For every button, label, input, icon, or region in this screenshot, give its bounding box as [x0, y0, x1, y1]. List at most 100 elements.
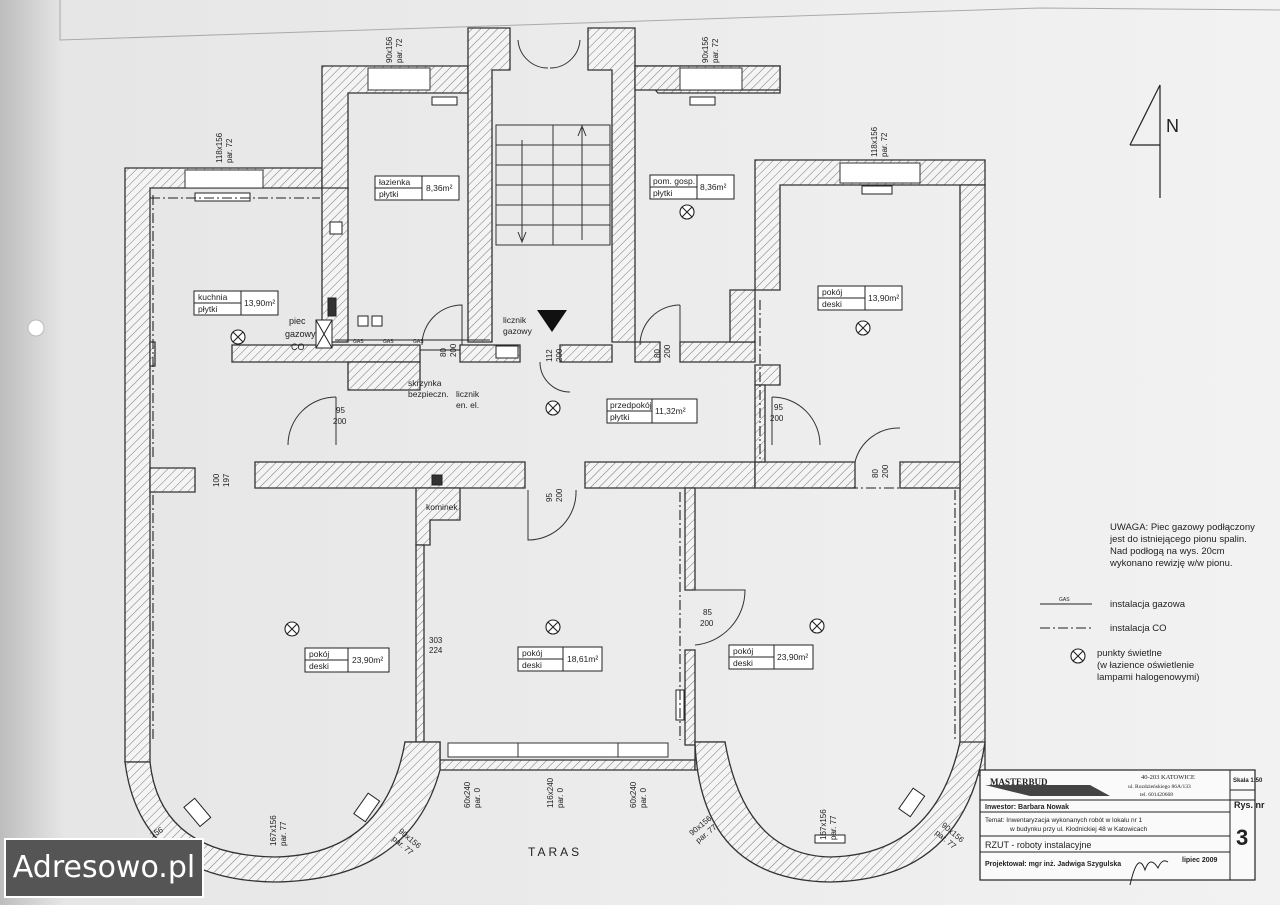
svg-text:23,90m²: 23,90m²	[777, 652, 808, 662]
svg-text:pokój: pokój	[309, 649, 329, 659]
dim-d-left-a: 95	[336, 406, 345, 415]
svg-text:23,90m²: 23,90m²	[352, 655, 383, 665]
room-label-przedpokoj: przedpokój płytki 11,32m²	[606, 398, 698, 424]
light-point-icon	[284, 621, 300, 637]
balcony-door-2	[517, 742, 619, 758]
label-licznik-el-2: en. el.	[456, 400, 479, 410]
watermark-badge[interactable]: Adresowo.pl	[4, 838, 204, 898]
north-label: N	[1166, 116, 1179, 136]
legend-co: instalacja CO	[1110, 623, 1167, 634]
svg-text:przedpokój: przedpokój	[610, 400, 652, 410]
dim-d-left-b: 200	[333, 417, 347, 426]
svg-text:18,61m²: 18,61m²	[567, 654, 598, 664]
legend-lights-1: punkty świetlne	[1097, 648, 1162, 659]
room-label-kuchnia: kuchnia płytki 13,90m²	[193, 290, 279, 316]
label-piec-1: piec	[289, 316, 306, 326]
dim-w4-b: par. 72	[880, 132, 889, 157]
room-label-pom-gosp: pom. gosp. płytki 8,36m²	[649, 174, 735, 200]
room-label-pokoj-sw: pokój deski 23,90m²	[304, 647, 390, 673]
gas-boiler-icon	[315, 221, 519, 486]
label-piec-2: gazowy	[285, 329, 316, 339]
dim-w1-b: par. 72	[225, 138, 234, 163]
light-points	[230, 204, 1086, 664]
svg-text:łazienka: łazienka	[379, 177, 410, 187]
svg-text:płytki: płytki	[198, 304, 217, 314]
room-label-pokoj-s: pokój deski 18,61m²	[517, 646, 603, 672]
light-point-icon	[855, 320, 871, 336]
gas-riser-icon	[537, 310, 567, 332]
tb-designer: Projektował: mgr inż. Jadwiga Szygulska	[985, 861, 1121, 868]
balcony-door-1	[447, 742, 519, 758]
dim-d-right-a: 95	[774, 403, 783, 412]
light-point-icon	[545, 619, 561, 635]
dim-b2-b: par. 0	[556, 787, 565, 808]
legend-lights-3: lampami halogenowymi)	[1097, 672, 1199, 683]
window-2	[367, 67, 431, 91]
dim-b3-b: par. 0	[639, 787, 648, 808]
gas-tag-3: GAS	[413, 339, 424, 345]
dim-w3-a: 90x156	[701, 36, 710, 63]
svg-text:kuchnia: kuchnia	[198, 292, 228, 302]
installation-lines	[150, 195, 1092, 740]
tb-drawing-title: RZUT - roboty instalacyjne	[985, 840, 1091, 850]
tb-drawing-no-label: Rys. nr	[1234, 800, 1265, 810]
label-licznik-gazowy-1: licznik	[503, 315, 527, 325]
legend-gas-tag: GAS	[1059, 597, 1070, 603]
svg-text:płytki: płytki	[653, 188, 672, 198]
svg-text:MASTERBUD: MASTERBUD	[990, 777, 1048, 787]
svg-text:deski: deski	[733, 658, 753, 668]
company-logo: MASTERBUD	[985, 777, 1110, 796]
dim-w1-a: 118x156	[215, 132, 224, 163]
light-point-icon	[230, 329, 246, 345]
note-line-3: Nad podłogą na wys. 20cm	[1110, 546, 1225, 557]
tb-address-1: 40-203 KATOWICE	[1141, 774, 1195, 781]
dim-mid-b: 224	[429, 646, 443, 655]
dim-d-wpass-a: 100	[212, 473, 221, 487]
dim-bw1-a: 167x156	[269, 815, 278, 846]
dim-w2-a: 90x156	[385, 36, 394, 63]
dim-d-gosp-b: 200	[663, 344, 672, 358]
svg-text:deski: deski	[522, 660, 542, 670]
light-point-icon	[1070, 648, 1086, 664]
dim-bw4-a: 167x156	[819, 809, 828, 840]
room-labels: łazienka płytki 8,36m² kuchnia płytki 13…	[193, 174, 903, 673]
legend-gas: instalacja gazowa	[1110, 599, 1186, 610]
dim-w2-b: par. 72	[395, 38, 404, 63]
label-piec-3: CO	[291, 342, 305, 352]
dim-d-ne-b: 200	[881, 464, 890, 478]
svg-text:13,90m²: 13,90m²	[868, 293, 899, 303]
dim-d-center-b: 200	[555, 488, 564, 502]
tb-scale: Skala 1:50	[1233, 778, 1263, 784]
dim-d-center-a: 95	[545, 493, 554, 502]
svg-text:płytki: płytki	[379, 189, 398, 199]
dim-b1-b: par. 0	[473, 787, 482, 808]
dim-d-stair-b: 200	[555, 348, 564, 362]
window-4	[839, 162, 921, 184]
label-skrzynka-1: skrzynka	[408, 378, 442, 388]
legend-lights-2: (w łazience oświetlenie	[1097, 660, 1194, 671]
balcony-door-3	[617, 742, 669, 758]
signature-icon	[1129, 860, 1169, 886]
room-label-pokoj-ne: pokój deski 13,90m²	[817, 285, 903, 311]
dim-d-gosp-a: 80	[653, 349, 662, 358]
dim-d-se-b: 200	[700, 619, 714, 628]
tb-investor: Inwestor: Barbara Nowak	[985, 804, 1069, 811]
note-block: UWAGA: Piec gazowy podłączony jest do is…	[1109, 522, 1255, 569]
svg-text:pokój: pokój	[822, 287, 842, 297]
window-1	[184, 169, 264, 189]
dim-d-lazienka-b: 200	[449, 343, 458, 357]
dim-d-stair-a: 112	[545, 349, 554, 362]
note-line-1: UWAGA: Piec gazowy podłączony	[1110, 522, 1255, 533]
label-kominek: kominek	[426, 502, 458, 512]
room-label-pokoj-se: pokój deski 23,90m²	[728, 644, 814, 670]
watermark-link[interactable]: Adresowo.pl	[12, 850, 196, 885]
dim-w4-a: 118x156	[870, 126, 879, 157]
svg-text:deski: deski	[309, 661, 329, 671]
dim-bw1-b: par. 77	[279, 821, 288, 846]
note-line-2: jest do istniejącego pionu spalin.	[1109, 534, 1247, 545]
svg-text:pokój: pokój	[733, 646, 753, 656]
room-label-lazienka: łazienka płytki 8,36m²	[374, 175, 460, 201]
dim-d-wpass-b: 197	[222, 473, 231, 487]
light-point-icon	[545, 400, 561, 416]
